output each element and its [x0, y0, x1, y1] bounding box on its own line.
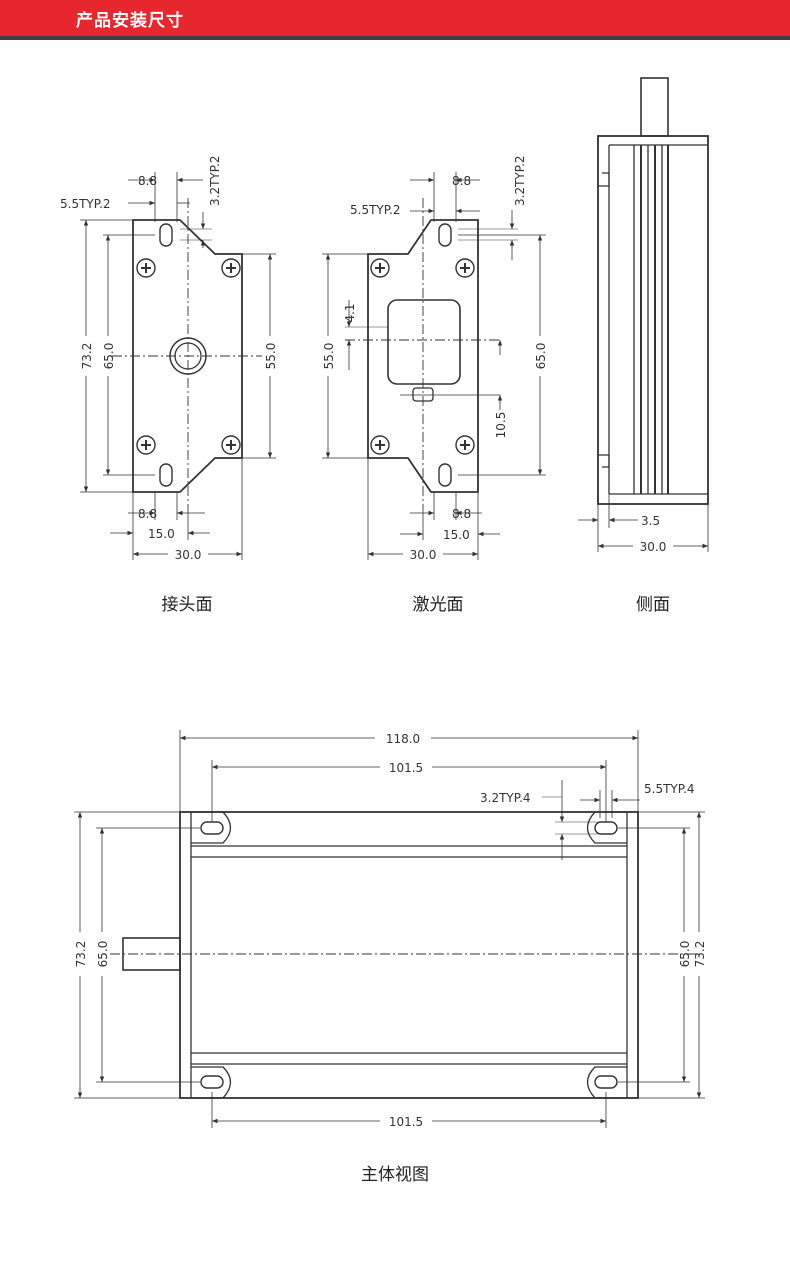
section-header-bar: [0, 0, 790, 36]
mount-slot-icon: [594, 1075, 618, 1089]
side-body: [597, 135, 709, 505]
screw-icon: [370, 258, 390, 278]
flange-bottom-left: [191, 1066, 232, 1099]
dim-label: 65.0: [102, 343, 116, 370]
dim-label: 4.1: [343, 303, 357, 322]
caption-laser-face: 激光面: [413, 595, 464, 615]
screw-icon: [136, 435, 156, 455]
dim-label: 73.2: [74, 941, 88, 968]
dim-label: 3.2TYP.2: [513, 155, 527, 206]
caption-side-view: 侧面: [636, 595, 670, 615]
main-body-view: [74, 730, 705, 1128]
side-shaft: [640, 77, 669, 137]
dim-label: 15.0: [443, 528, 470, 542]
connector-mount-slot-top: [159, 223, 173, 247]
caption-main-body-view: 主体视图: [361, 1165, 429, 1185]
flange-bottom-right: [586, 1066, 627, 1099]
dim-label: 65.0: [678, 941, 692, 968]
dim-label: 8.8: [452, 174, 471, 188]
dim-label: 55.0: [322, 343, 336, 370]
main-body-labels: 118.0 101.5 3.2TYP.4 5.5TYP.4 73.2 65.0 …: [74, 732, 707, 1185]
mount-slot-icon: [200, 821, 224, 835]
laser-face-view: [322, 172, 546, 560]
mount-slot-icon: [200, 1075, 224, 1089]
laser-window: [387, 299, 461, 385]
laser-mount-slot-bottom: [438, 463, 452, 487]
flange-top-right: [586, 811, 627, 844]
dim-label: 73.2: [80, 343, 94, 370]
dim-label: 3.2TYP.2: [208, 155, 222, 206]
dim-label: 3.2TYP.4: [480, 791, 531, 805]
side-view-labels: 3.5 30.0 侧面: [636, 514, 670, 615]
dim-label: 5.5TYP.2: [60, 197, 111, 211]
side-view: [578, 77, 709, 552]
screw-icon: [455, 435, 475, 455]
dim-label: 118.0: [386, 732, 420, 746]
section-title: 产品安装尺寸: [76, 11, 184, 31]
dim-label: 8.8: [138, 507, 157, 521]
laser-face-labels: 8.8 5.5TYP.2 3.2TYP.2 4.1 55.0 65.0 10.5…: [322, 155, 548, 615]
dim-label: 101.5: [389, 761, 423, 775]
dim-label: 65.0: [534, 343, 548, 370]
screw-icon: [370, 435, 390, 455]
caption-connector-face: 接头面: [162, 595, 213, 615]
dim-label: 8.8: [452, 507, 471, 521]
dim-label: 73.2: [693, 941, 707, 968]
dim-label: 10.5: [494, 412, 508, 439]
dim-label: 3.5: [641, 514, 660, 528]
laser-mount-slot-top: [438, 223, 452, 247]
connector-face-labels: 8.8 3.2TYP.2 5.5TYP.2 73.2 65.0 55.0 8.8…: [60, 155, 278, 615]
screw-icon: [136, 258, 156, 278]
main-body: [179, 811, 639, 1099]
dim-label: 30.0: [175, 548, 202, 562]
flange-top-left: [191, 811, 232, 844]
header-underline: [0, 36, 790, 40]
dim-label: 30.0: [640, 540, 667, 554]
screw-icon: [221, 435, 241, 455]
dim-label: 8.8: [138, 174, 157, 188]
dim-label: 55.0: [264, 343, 278, 370]
connector-mount-slot-bottom: [159, 463, 173, 487]
connector-face-view: [80, 172, 276, 560]
dim-label: 5.5TYP.2: [350, 203, 401, 217]
dim-label: 30.0: [410, 548, 437, 562]
dim-label: 5.5TYP.4: [644, 782, 695, 796]
screw-icon: [221, 258, 241, 278]
dim-label: 15.0: [148, 527, 175, 541]
dim-label: 65.0: [96, 941, 110, 968]
screw-icon: [455, 258, 475, 278]
dim-label: 101.5: [389, 1115, 423, 1129]
mount-slot-icon: [594, 821, 618, 835]
